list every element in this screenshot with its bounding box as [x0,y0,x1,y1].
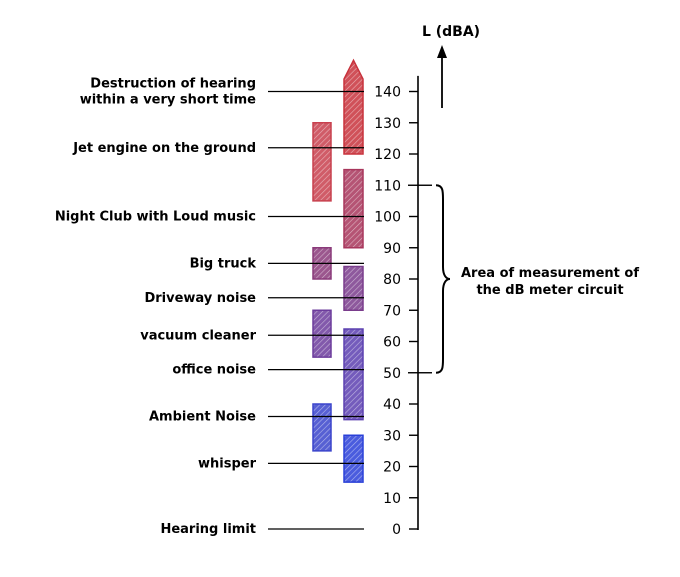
label-whisper: whisper [198,456,257,471]
tick-label-0: 0 [392,522,401,538]
tick-label-120: 120 [374,147,401,163]
leader-lines [268,90,364,530]
vacuum-bar [312,309,332,358]
tick-label-20: 20 [383,460,401,476]
office-bar [343,328,364,421]
tick-label-10: 10 [383,491,401,507]
label-driveway: Driveway noise [144,291,256,306]
tick-label-50: 50 [383,366,401,382]
label-office: office noise [172,363,256,378]
destruction-bar [343,58,364,155]
label-vacuum: vacuum cleaner [140,328,256,343]
level-axis: 0 10 20 30 40 50 60 70 80 90 100 110 120 130 140 L (dBA… [374,24,480,538]
tick-label-80: 80 [383,272,401,288]
bars-layer [312,58,364,483]
tick-label-100: 100 [374,210,401,226]
axis-arrow-head [437,45,447,58]
night-club-bar [343,168,364,249]
tick-label-30: 30 [383,428,401,444]
tick-label-90: 90 [383,241,401,257]
label-big-truck: Big truck [190,256,257,271]
tick-label-60: 60 [383,335,401,351]
jet-engine-bar [312,122,332,202]
tick-label-130: 130 [374,116,401,132]
axis-title: L (dBA) [422,24,480,40]
ambient-bar [312,403,332,452]
tick-label-70: 70 [383,303,401,319]
label-ambient: Ambient Noise [149,410,256,425]
label-jet-engine: Jet engine on the ground [72,141,256,156]
whisper-bar [343,434,364,483]
label-hearing-limit: Hearing limit [160,522,256,537]
driveway-bar [343,265,364,311]
tick-label-140: 140 [374,85,401,101]
tick-label-40: 40 [383,397,401,413]
tick-label-110: 110 [374,178,401,194]
label-night-club: Night Club with Loud music [55,210,256,225]
range-brace [435,184,451,374]
